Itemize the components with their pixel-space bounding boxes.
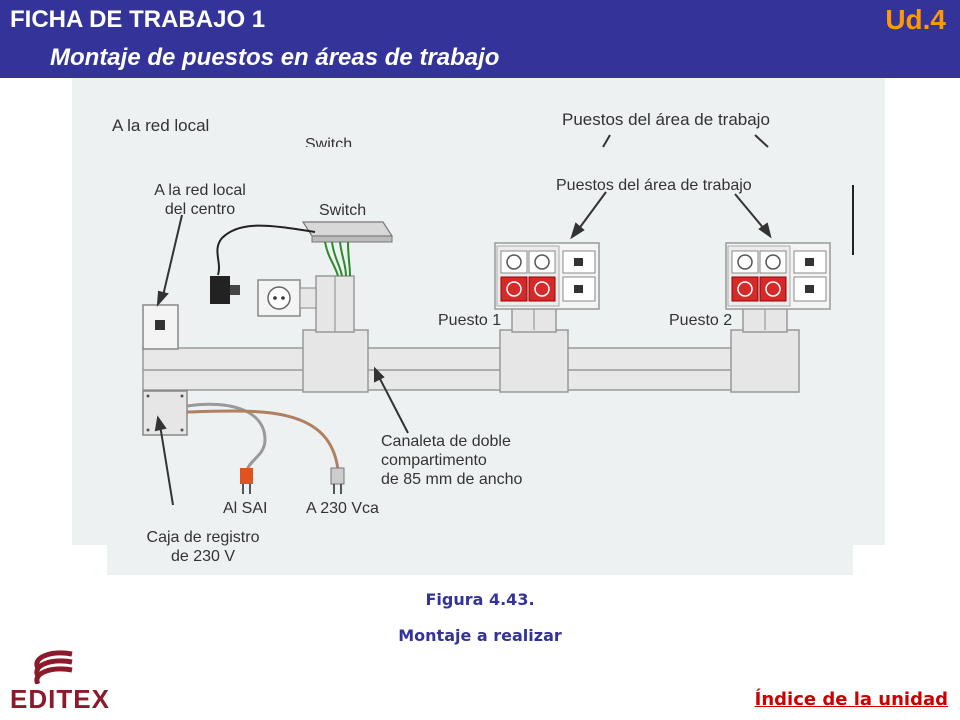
label-vca: A 230 Vca — [306, 500, 379, 517]
label-cropped-red-local: A la red local — [112, 116, 210, 135]
puesto2-box — [725, 242, 831, 310]
label-sai: Al SAI — [223, 500, 268, 517]
t-junction-puesto2 — [730, 307, 800, 393]
label-red-local: A la red local del centro — [154, 182, 246, 218]
switch-device — [301, 221, 394, 277]
header-bar: FICHA DE TRABAJO 1 Montaje de puestos en… — [0, 0, 960, 78]
page-subtitle: Montaje de puestos en áreas de trabajo — [50, 44, 500, 71]
label-canaleta: Canaleta de doble compartimento de 85 mm… — [381, 433, 523, 488]
unit-label: Ud.4 — [885, 4, 946, 35]
canaleta-duct — [142, 347, 799, 391]
label-cropped-switch: Switch — [305, 136, 353, 147]
editex-logo-icon — [34, 650, 73, 684]
puesto1-box — [494, 242, 600, 310]
wall-socket — [257, 279, 317, 317]
cable-sai — [186, 402, 267, 471]
editex-logo: EDITEX — [10, 684, 110, 714]
cropped-arrow-left — [602, 134, 611, 148]
rj45-wall-box — [142, 304, 179, 350]
figure-caption-title: Montaje a realizar — [398, 626, 562, 645]
t-junction-switch — [302, 275, 369, 393]
cable-230 — [186, 409, 340, 471]
label-switch: Switch — [319, 202, 367, 219]
annotation-arrows — [154, 191, 772, 506]
vca-plug — [330, 467, 345, 494]
figure-caption-number: Figura 4.43. — [425, 590, 535, 609]
power-adapter — [210, 224, 316, 304]
label-caja-registro: Caja de registro de 230 V — [146, 529, 260, 565]
label-puesto2: Puesto 2 — [669, 312, 733, 329]
t-junction-puesto1 — [499, 307, 569, 393]
sai-plug — [240, 468, 253, 494]
label-cropped-puestos: Puestos del área de trabajo — [562, 110, 770, 129]
page-title: FICHA DE TRABAJO 1 — [10, 6, 266, 33]
label-puestos: Puestos del área de trabajo — [556, 177, 752, 194]
cropped-arrow-right — [754, 134, 769, 148]
figure-background-bottom — [107, 540, 853, 575]
label-puesto1: Puesto 1 — [438, 312, 502, 329]
index-link[interactable]: Índice de la unidad — [754, 689, 948, 710]
